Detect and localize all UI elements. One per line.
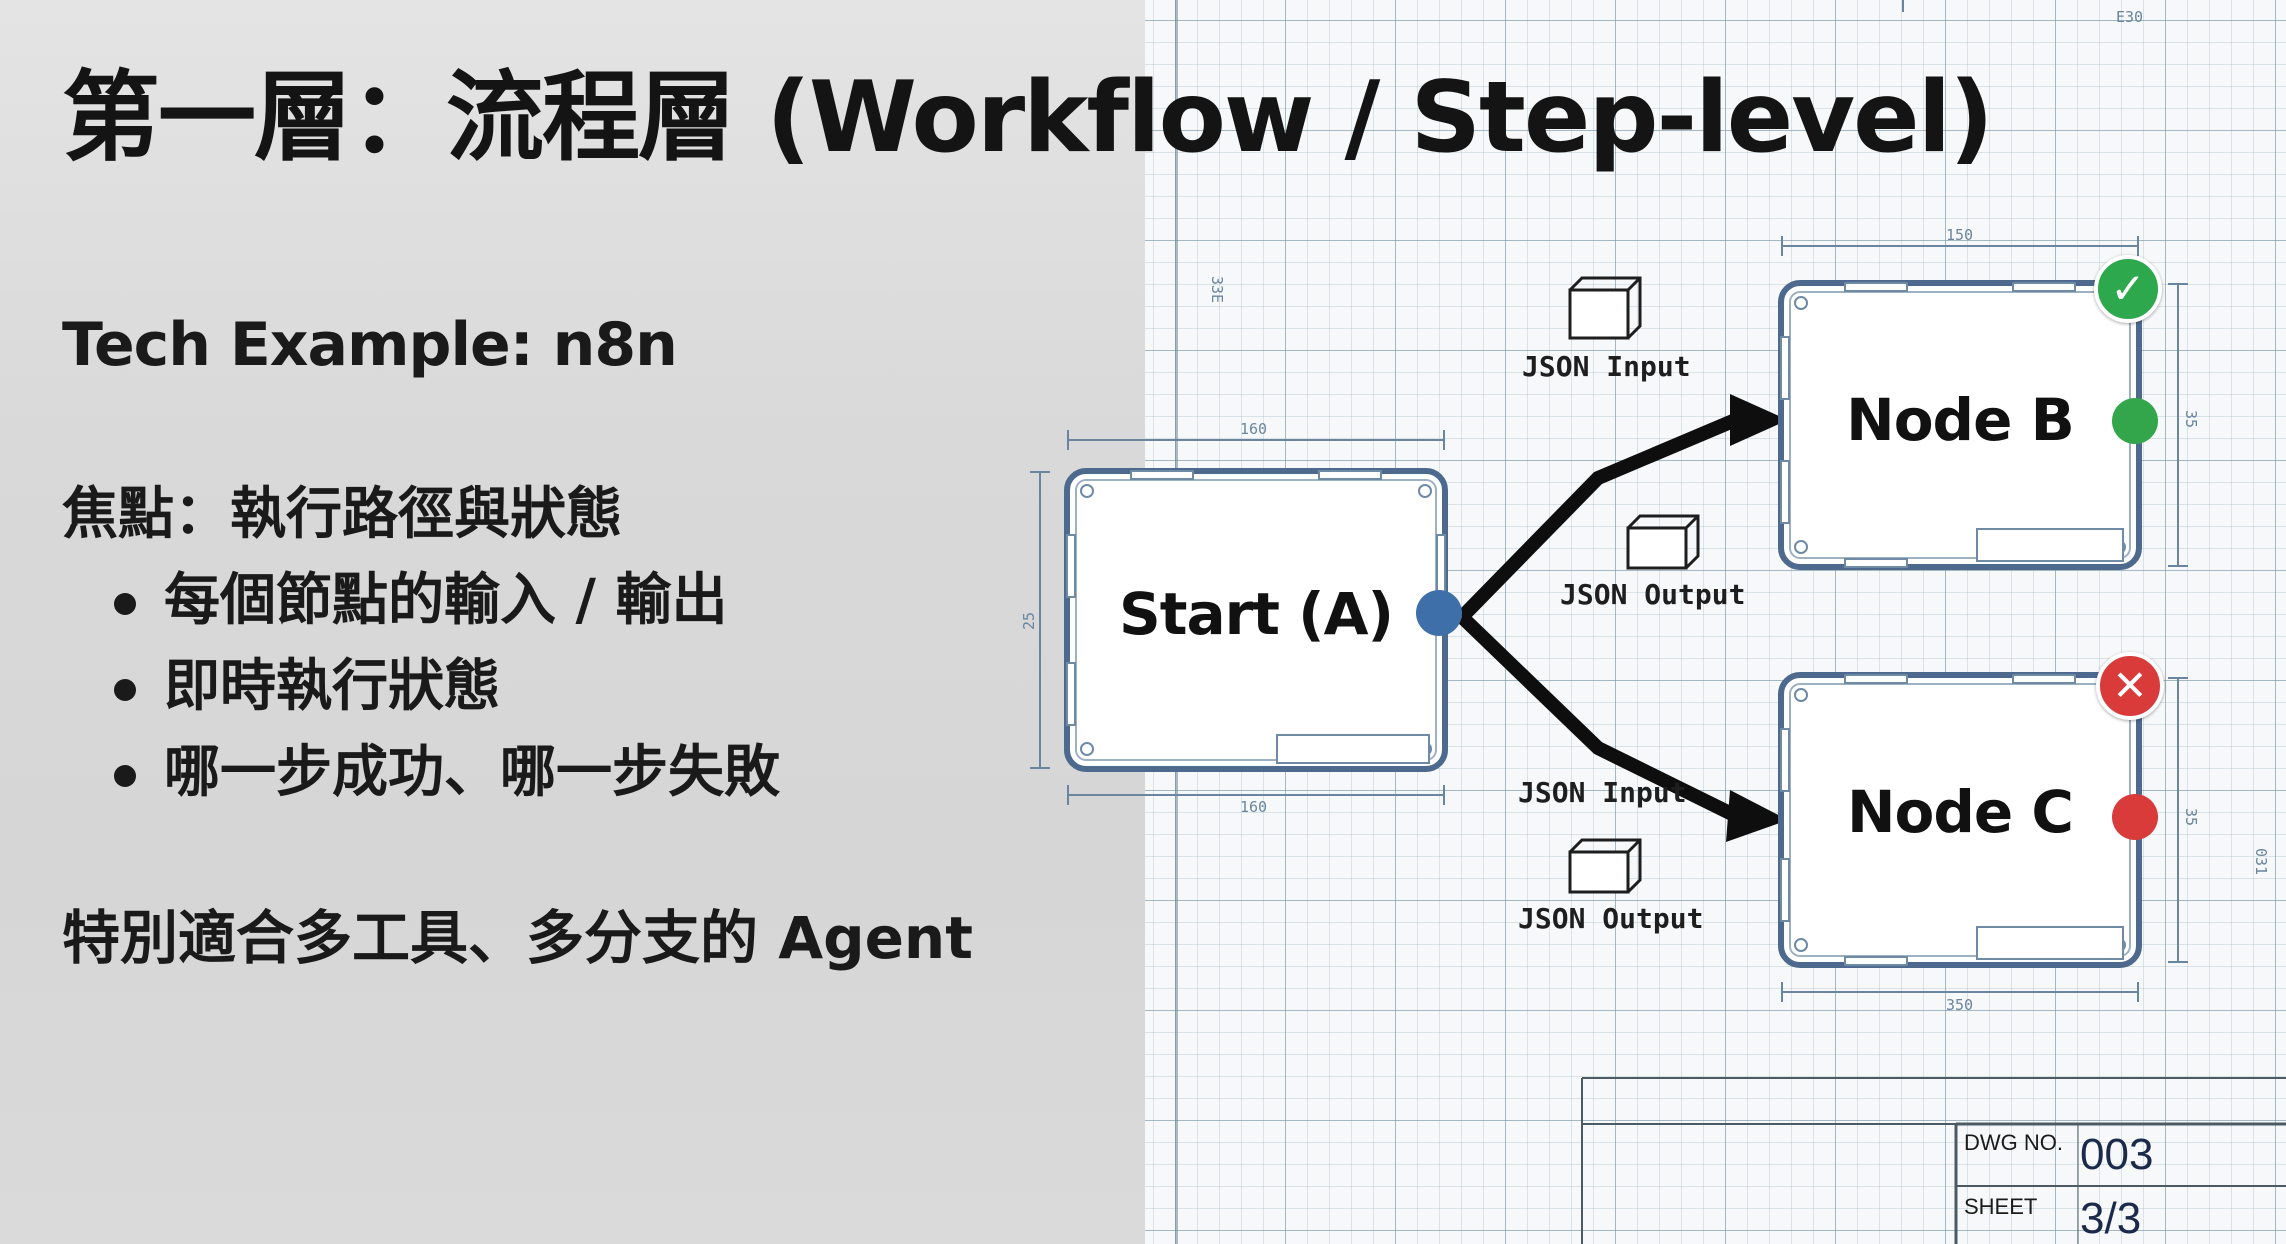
node-tab (1066, 534, 1076, 598)
node-tab (1844, 558, 1908, 568)
node-tab (2012, 282, 2076, 292)
node-nameplate (1976, 528, 2124, 562)
dwg-no-value: 003 (2080, 1130, 2154, 1179)
node-tab (1844, 956, 1908, 966)
node-c-width-dim: 350 (1946, 996, 1974, 1014)
corner-hole (1418, 484, 1432, 498)
node-c-height-dim: 35 (2182, 808, 2200, 827)
bullet-text: 即時執行狀態 (164, 654, 500, 719)
node-b-json-input-label: JSON Input (1522, 350, 1691, 383)
node-nameplate (1276, 734, 1430, 764)
bullet-text: 哪一步成功、哪一步失敗 (164, 740, 780, 805)
corner-hole (1794, 688, 1808, 702)
tech-example-text: Tech Example: n8n (62, 310, 678, 380)
right-edge-mark-text: 031 (2252, 848, 2270, 876)
summary-text: 特別適合多工具、多分支的 Agent (62, 904, 973, 972)
node-tab (1130, 470, 1194, 480)
node-c-dimension-lines (1781, 677, 2188, 1002)
node-c-label: Node C (1847, 778, 2074, 846)
node-c-json-input-label: JSON Input (1518, 776, 1687, 809)
bullet-dot-icon (114, 679, 136, 701)
slide-title: 第一層：流程層 (Workflow / Step-level) (62, 61, 1994, 175)
dwg-no-label: DWG NO. (1964, 1130, 2063, 1155)
node-b[interactable]: Node B (1778, 280, 2142, 570)
start-height-dim: 25 (1020, 611, 1038, 630)
corner-hole (1080, 742, 1094, 756)
node-tab (1318, 470, 1382, 480)
start-dimension-lines (1030, 430, 1445, 805)
connector-start-to-c (1457, 611, 1788, 842)
node-tab (1780, 858, 1790, 922)
connector-start-to-b (1456, 394, 1788, 622)
start-output-port[interactable] (1416, 590, 1462, 636)
title-block-lines (1581, 1077, 2286, 1244)
node-b-label: Node B (1846, 386, 2075, 454)
node-b-json-output-label: JSON Output (1560, 578, 1746, 611)
node-nameplate (1976, 926, 2124, 960)
node-tab (1780, 460, 1790, 524)
start-width-dim-top: 160 (1240, 420, 1268, 438)
focus-heading: 焦點：執行路徑與狀態 (62, 482, 622, 547)
left-edge-mark-text: 33E (1208, 276, 1226, 304)
node-tab (1844, 282, 1908, 292)
node-tab (2012, 674, 2076, 684)
json-input-b-box-icon (1568, 276, 1642, 340)
node-c-json-output-label: JSON Output (1518, 902, 1704, 935)
corner-hole (1794, 540, 1808, 554)
bullet-text: 每個節點的輸入 / 輸出 (164, 568, 728, 633)
corner-hole (1080, 484, 1094, 498)
node-tab (1780, 728, 1790, 792)
node-c-output-port[interactable] (2112, 794, 2158, 840)
node-tab (1066, 662, 1076, 726)
failure-x-icon: ✕ (2096, 652, 2164, 720)
node-b-dimension-lines (1781, 236, 2188, 567)
json-output-b-box-icon (1626, 514, 1700, 570)
bullet-dot-icon (114, 593, 136, 615)
node-c[interactable]: Node C (1778, 672, 2142, 968)
corner-mark-text: E30 (2116, 8, 2144, 26)
success-check-icon: ✓ (2094, 255, 2162, 323)
sheet-value: 3/3 (2080, 1194, 2142, 1243)
node-tab (1844, 674, 1908, 684)
node-b-height-dim: 35 (2182, 410, 2200, 429)
node-b-output-port[interactable] (2112, 398, 2158, 444)
start-node[interactable]: Start (A) (1064, 468, 1448, 772)
start-node-label: Start (A) (1118, 580, 1394, 648)
node-b-width-dim: 150 (1946, 226, 1974, 244)
bullet-dot-icon (114, 765, 136, 787)
node-tab (1780, 336, 1790, 400)
start-width-dim-bottom: 160 (1240, 798, 1268, 816)
corner-hole (1794, 938, 1808, 952)
json-output-c-box-icon (1568, 838, 1642, 894)
sheet-label: SHEET (1964, 1194, 2038, 1219)
corner-hole (1794, 296, 1808, 310)
text-panel (0, 0, 1145, 1244)
